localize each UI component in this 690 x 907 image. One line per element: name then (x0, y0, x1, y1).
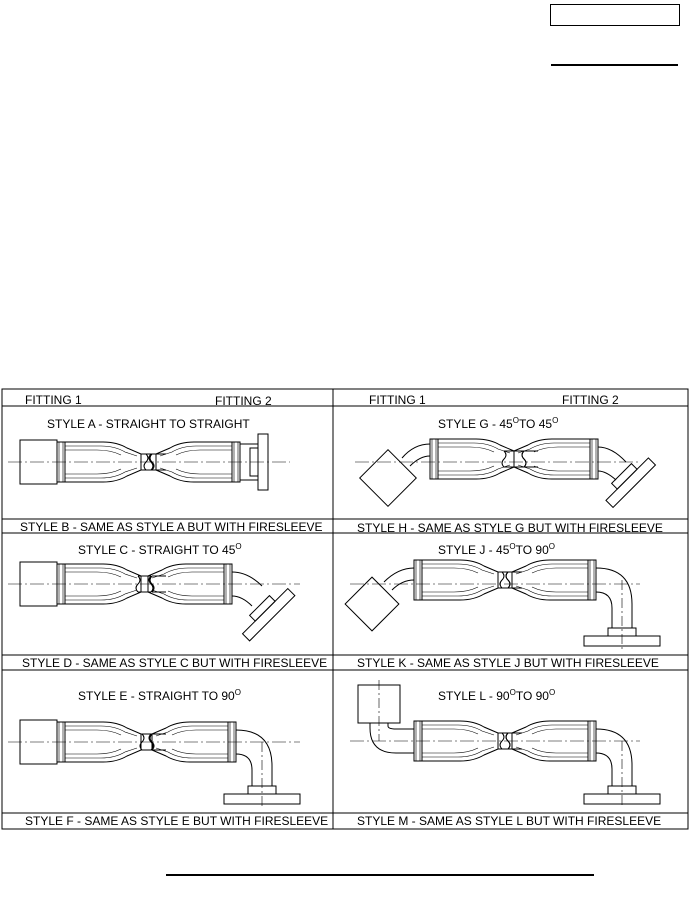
style-c-title: STYLE C - STRAIGHT TO 45O (78, 542, 242, 557)
style-b-caption: STYLE B - SAME AS STYLE A BUT WITH FIRES… (20, 520, 323, 534)
style-l-drawing (350, 680, 661, 808)
header-box (550, 4, 680, 26)
style-k-caption: STYLE K - SAME AS STYLE J BUT WITH FIRES… (357, 656, 659, 670)
footer-rule (166, 874, 594, 876)
style-h-caption: STYLE H - SAME AS STYLE G BUT WITH FIRES… (357, 521, 663, 535)
style-c-drawing (8, 561, 300, 642)
style-m-caption: STYLE M - SAME AS STYLE L BUT WITH FIRES… (357, 814, 662, 828)
fitting2-label-left: FITTING 2 (215, 394, 272, 408)
fitting1-label-right: FITTING 1 (369, 393, 426, 407)
style-e-title: STYLE E - STRAIGHT TO 90O (78, 688, 241, 703)
style-e-drawing (8, 719, 301, 808)
style-d-caption: STYLE D - SAME AS STYLE C BUT WITH FIRES… (22, 656, 328, 670)
header-rule (551, 64, 678, 66)
style-g-title: STYLE G - 45OTO 45O (438, 416, 559, 431)
fitting2-label-right: FITTING 2 (562, 393, 619, 407)
fitting1-label-left: FITTING 1 (25, 393, 82, 407)
style-j-drawing (344, 559, 661, 650)
style-a-drawing (8, 433, 290, 491)
table-frame (1, 388, 689, 830)
style-a-title: STYLE A - STRAIGHT TO STRAIGHT (47, 417, 250, 431)
style-f-caption: STYLE F - SAME AS STYLE E BUT WITH FIRES… (25, 814, 329, 828)
style-j-title: STYLE J - 45OTO 90O (438, 542, 555, 557)
style-l-title: STYLE L - 90OTO 90O (438, 688, 556, 703)
style-g-drawing (355, 438, 657, 509)
